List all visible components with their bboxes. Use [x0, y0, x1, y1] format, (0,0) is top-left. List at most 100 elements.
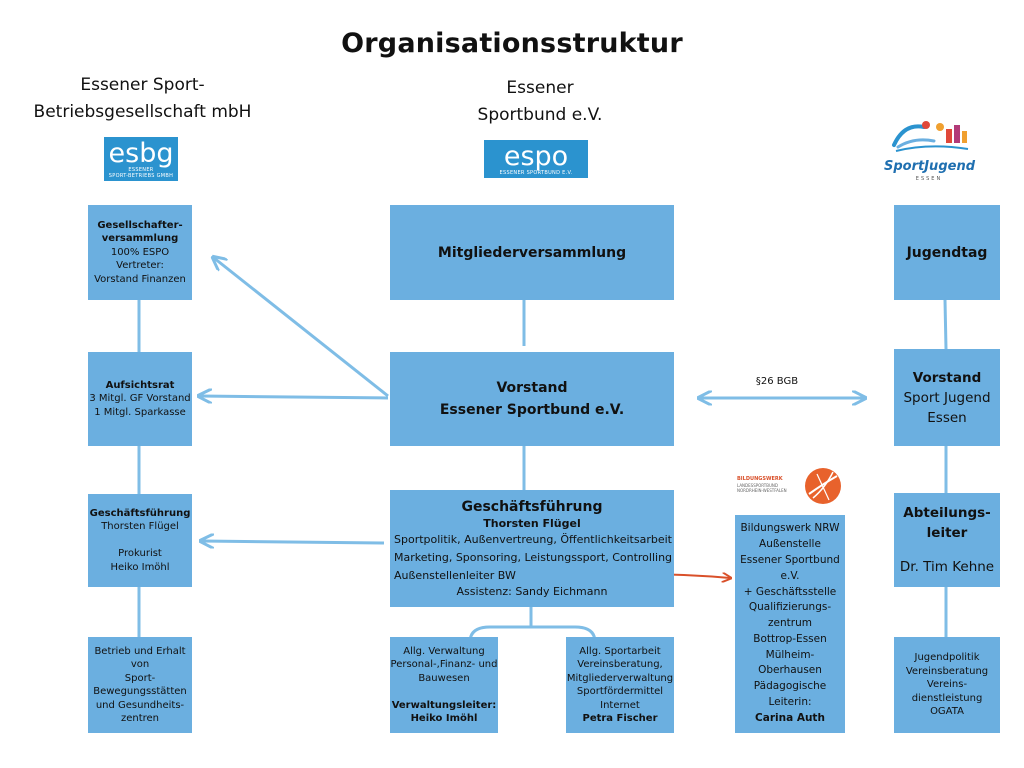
bildungswerk-line-4: e.V. [780, 569, 800, 582]
abteilungsleiter-line-1: Abteilungs- [903, 505, 991, 522]
bildungswerk-line-10: Oberhausen [758, 664, 822, 677]
espo-logo: espo ESSENER SPORTBUND E.V. [484, 140, 588, 178]
betrieb-line-6: zentren [120, 713, 160, 724]
espo-gf-assistenz: Assistenz: Sandy Eichmann [456, 585, 608, 598]
right-connector-1 [943, 299, 948, 350]
bildungswerk-line-5: + Geschäftsstelle [743, 585, 837, 598]
sportjugend-logo: SportJugend ESSEN [884, 115, 975, 183]
verwaltung-line-5: Verwaltungsleiter: [391, 699, 497, 711]
espo-logo-subtext: ESSENER SPORTBUND E.V. [499, 169, 573, 176]
jugendpolitik-line-1: Jugendpolitik [914, 652, 980, 664]
aufsichtsrat-heading: Aufsichtsrat [105, 379, 175, 391]
bildungswerk-line-9: Mülheim- [765, 648, 815, 661]
gesellschafter-heading-2: versammlung [101, 233, 179, 245]
arrow-to-aufsichtsrat [200, 396, 389, 398]
esbg-logo: esbg ESSENER SPORT-BETRIEBS GMBH [104, 137, 178, 181]
jugendpolitik-line-2: Vereinsberatung [905, 665, 989, 677]
aufsichtsrat-line-2: 3 Mitgl. GF Vorstand [89, 393, 191, 405]
esbg-geschaeftsfuehrung-box: Geschäftsführung Thorsten Flügel Prokuri… [88, 494, 192, 587]
sportarbeit-line-3: Mitgliederverwaltung [566, 672, 674, 684]
espo-vorstand-line-2: Essener Sportbund e.V. [439, 402, 625, 418]
betrieb-line-5: und Gesundheits- [95, 699, 185, 711]
espo-gf-duty-1: Sportpolitik, Außenvertreung, Öffentlich… [394, 533, 672, 546]
sportjugend-logo-text: SportJugend [884, 159, 975, 174]
esbg-logo-text: esbg [108, 137, 174, 169]
esbg-gf-heading: Geschäftsführung [89, 507, 191, 519]
bildungswerk-line-1: Bildungswerk NRW [740, 522, 840, 535]
sportarbeit-line-1: Allg. Sportarbeit [579, 645, 661, 657]
sportjugend-vorstand-line-1: Vorstand [912, 369, 982, 386]
sportjugend-vorstand-line-2: Sport Jugend [903, 389, 991, 406]
betrieb-line-4: Bewegungsstätten [93, 686, 187, 697]
espo-vorstand-line-1: Vorstand [496, 380, 568, 396]
sportjugend-vorstand-box: Vorstand Sport Jugend Essen [894, 349, 1000, 446]
sportarbeit-box: Allg. Sportarbeit Vereinsberatung, Mitgl… [566, 637, 674, 733]
esbg-org-name: Essener Sport- Betriebsgesellschaft mbH [33, 75, 252, 122]
sportarbeit-line-6: Petra Fischer [582, 713, 658, 724]
aufsichtsrat-box: Aufsichtsrat 3 Mitgl. GF Vorstand 1 Mitg… [88, 352, 192, 446]
bildungswerk-logo: BILDUNGSWERK LANDESSPORTBUND NORDRHEIN-W… [735, 466, 845, 506]
bildungswerk-line-11: Pädagogische [753, 680, 827, 693]
jugendpolitik-line-4: dienstleistung [911, 692, 983, 704]
esbg-gf-line-5: Heiko Imöhl [110, 561, 170, 573]
sportarbeit-line-2: Vereinsberatung, [577, 659, 663, 670]
gesellschafter-line-5: Vorstand Finanzen [94, 273, 186, 285]
jugendpolitik-line-5: OGATA [930, 706, 964, 718]
betrieb-line-1: Betrieb und Erhalt [94, 645, 186, 657]
gesellschafter-heading-1: Gesellschafter- [97, 219, 183, 231]
jugendtag-box: Jugendtag [894, 205, 1000, 300]
esbg-logo-subtext: ESSENER SPORT-BETRIEBS GMBH [108, 166, 174, 179]
abteilungsleiter-line-4: Dr. Tim Kehne [899, 558, 995, 575]
bildungswerk-line-7: zentrum [768, 617, 812, 630]
bildungswerk-line-2: Außenstelle [759, 538, 821, 551]
espo-gf-duties: Sportpolitik, Außenvertreung, Öffentlich… [390, 531, 672, 585]
espo-vorstand-box: Vorstand Essener Sportbund e.V. [390, 352, 674, 446]
betrieb-box: Betrieb und Erhalt von Sport- Bewegungss… [88, 637, 192, 733]
espo-logo-text: espo [503, 140, 569, 172]
espo-org-name: Essener Sportbund e.V. [477, 78, 603, 125]
abteilungsleiter-line-2: leiter [926, 525, 968, 542]
bildungswerk-line-3: Essener Sportbund [740, 553, 840, 566]
espo-geschaeftsfuehrung-box: Geschäftsführung Thorsten Flügel Sportpo… [390, 490, 674, 607]
bildungswerk-line-8: Bottrop-Essen [753, 632, 827, 645]
sportjugend-vorstand-line-3: Essen [927, 409, 967, 426]
espo-gf-duty-2: Marketing, Sponsoring, Leistungssport, C… [394, 551, 673, 564]
page-title: Organisationsstruktur [341, 28, 683, 59]
sportjugend-logo-subtext: ESSEN [915, 176, 943, 182]
aufsichtsrat-line-3: 1 Mitgl. Sparkasse [94, 406, 186, 418]
gesellschafterversammlung-box: Gesellschafter- versammlung 100% ESPO Ve… [88, 205, 192, 300]
bildungswerk-box: Bildungswerk NRW Außenstelle Essener Spo… [735, 515, 845, 733]
verwaltung-line-6: Heiko Imöhl [410, 713, 478, 724]
gesellschafter-line-4: Vertreter: [116, 260, 164, 272]
basketball-icon [805, 468, 841, 504]
arrow-to-gesellschafter [214, 258, 389, 398]
mitgliederversammlung-box: Mitgliederversammlung [390, 205, 674, 300]
bgb-label: §26 BGB [755, 376, 799, 387]
bildungswerk-logo-text: BILDUNGSWERK [737, 476, 783, 482]
jugendpolitik-line-3: Vereins- [926, 679, 968, 691]
verwaltung-line-2: Personal-,Finanz- und [390, 659, 498, 670]
arrow-to-left-gf [202, 541, 385, 543]
jugendtag-label: Jugendtag [906, 244, 988, 261]
bildungswerk-line-12: Leiterin: [768, 696, 812, 709]
center-split-connector [468, 625, 597, 643]
esbg-gf-line-4: Prokurist [118, 548, 162, 560]
jugendpolitik-box: Jugendpolitik Vereinsberatung Vereins- d… [894, 637, 1000, 733]
bildungswerk-line-6: Qualifizierungs- [748, 601, 832, 614]
espo-gf-duty-3: Außenstellenleiter BW [394, 569, 516, 582]
verwaltung-line-3: Bauwesen [418, 672, 470, 684]
verwaltung-box: Allg. Verwaltung Personal-,Finanz- und B… [390, 637, 498, 733]
espo-gf-title: Geschäftsführung [461, 499, 603, 515]
bildungswerk-line-13: Carina Auth [755, 711, 825, 724]
mitgliederversammlung-label: Mitgliederversammlung [437, 244, 627, 261]
sportarbeit-line-4: Sportfördermittel [576, 686, 664, 697]
espo-gf-name: Thorsten Flügel [483, 517, 581, 530]
verwaltung-line-1: Allg. Verwaltung [403, 645, 485, 657]
esbg-gf-line-2: Thorsten Flügel [101, 521, 179, 533]
gesellschafter-line-3: 100% ESPO [110, 246, 170, 258]
bildungswerk-logo-subtext: LANDESSPORTBUND NORDRHEIN-WESTFALEN [737, 483, 787, 493]
sportarbeit-line-5: Internet [600, 699, 640, 711]
betrieb-line-3: Sport- [124, 672, 156, 684]
sportjugend-emblem-icon [892, 121, 969, 152]
abteilungsleiter-box: Abteilungs- leiter Dr. Tim Kehne [894, 493, 1000, 587]
